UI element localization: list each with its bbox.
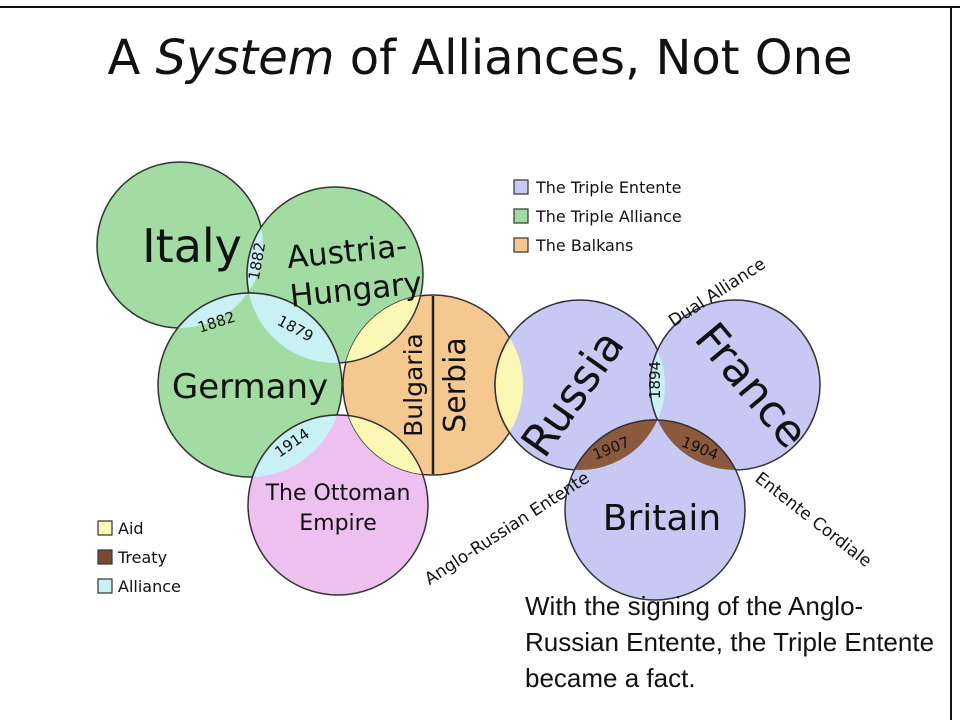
title-emphasis: System bbox=[155, 30, 335, 86]
legend-label-aid: Aid bbox=[118, 519, 144, 538]
legend-label-alliance: Alliance bbox=[118, 577, 181, 596]
serbia-label: Serbia bbox=[438, 337, 473, 433]
year-russia-france: 1894 bbox=[646, 361, 664, 399]
legend-label-triple-alliance: The Triple Alliance bbox=[535, 207, 682, 226]
slide-title: A System of Alliances, Not One bbox=[0, 30, 960, 86]
britain-label: Britain bbox=[603, 498, 722, 539]
legend-label-treaty: Treaty bbox=[117, 548, 167, 567]
germany-label: Germany bbox=[172, 367, 328, 407]
title-post: of Alliances, Not One bbox=[334, 30, 853, 86]
right-border-line bbox=[950, 6, 952, 720]
legend-swatch-aid bbox=[97, 520, 113, 536]
top-border-line bbox=[0, 6, 960, 8]
ottoman-label-line2: Empire bbox=[299, 511, 377, 536]
lens-balkans-austria bbox=[343, 295, 424, 364]
legend-label-triple-entente: The Triple Entente bbox=[535, 178, 681, 197]
legend-swatch-triple-alliance bbox=[513, 208, 529, 224]
caption-text: With the signing of the Anglo-Russian En… bbox=[525, 591, 935, 693]
legend-swatch-triple-entente bbox=[513, 179, 529, 195]
ottoman-label-line1: The Ottoman bbox=[265, 481, 411, 506]
legend-swatch-treaty bbox=[97, 549, 113, 565]
lens-germany-austria bbox=[247, 292, 343, 363]
legend-label-balkans: The Balkans bbox=[535, 236, 633, 255]
legend-top: The Triple Entente The Triple Alliance T… bbox=[513, 178, 682, 255]
italy-label: Italy bbox=[142, 219, 242, 273]
title-pre: A bbox=[107, 30, 156, 86]
bulgaria-label: Bulgaria bbox=[399, 333, 428, 437]
lens-russia-france bbox=[649, 300, 665, 470]
entente-cordiale-label: Entente Cordiale bbox=[751, 468, 875, 571]
legend-swatch-alliance bbox=[97, 578, 113, 594]
lens-balkans-russia bbox=[494, 299, 523, 471]
legend-swatch-balkans bbox=[513, 237, 529, 253]
legend-bottom: Aid Treaty Alliance bbox=[97, 519, 181, 596]
lens-italy-austria bbox=[246, 186, 263, 328]
